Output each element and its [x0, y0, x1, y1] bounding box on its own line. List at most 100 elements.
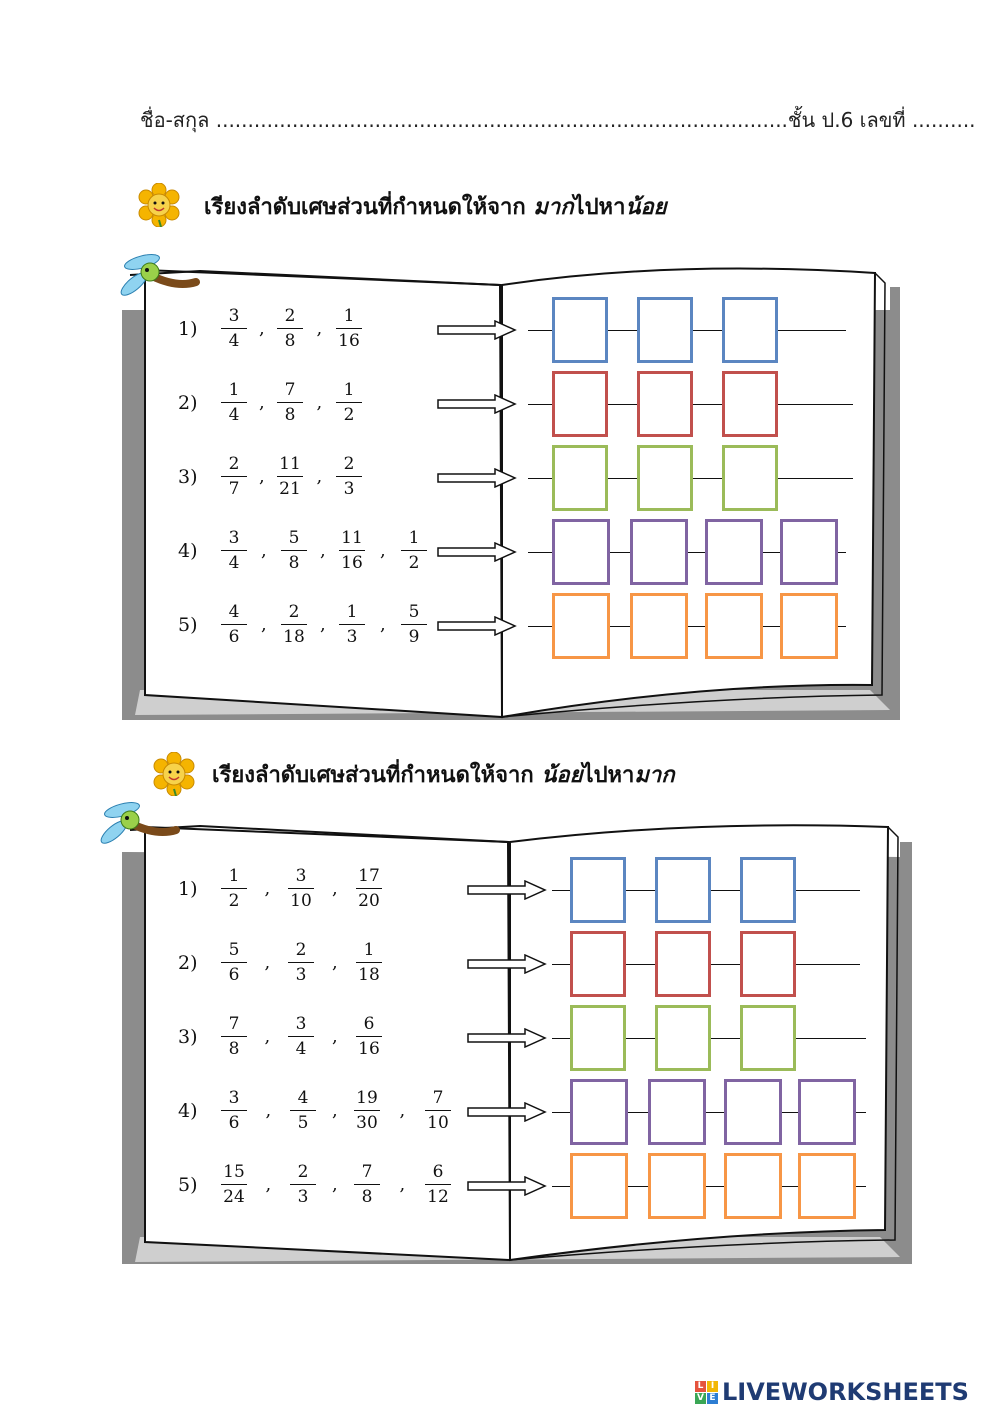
fraction-bar — [356, 1036, 382, 1037]
comma-separator: , — [264, 878, 271, 899]
name-blank[interactable]: ........................................… — [215, 108, 788, 132]
denominator: 24 — [223, 1187, 245, 1207]
answer-box[interactable] — [570, 1005, 626, 1071]
answer-box[interactable] — [780, 593, 838, 659]
answer-box[interactable] — [552, 371, 608, 437]
answer-box[interactable] — [722, 445, 778, 511]
fraction-bar — [221, 624, 247, 625]
section-title-descending: เรียงลำดับเศษส่วนที่กำหนดให้จาก มากไปหาน… — [204, 189, 667, 224]
denominator: 4 — [228, 553, 240, 573]
denominator: 10 — [290, 891, 312, 911]
answer-box[interactable] — [740, 857, 796, 923]
numerator: 5 — [228, 940, 240, 960]
comma-separator: , — [380, 540, 386, 561]
answer-box[interactable] — [780, 519, 838, 585]
answer-box[interactable] — [637, 297, 693, 363]
answer-box[interactable] — [705, 519, 763, 585]
answer-box[interactable] — [570, 1079, 628, 1145]
denominator: 3 — [346, 627, 358, 647]
answer-box[interactable] — [655, 931, 711, 997]
answer-box[interactable] — [570, 857, 626, 923]
numerator: 2 — [295, 940, 307, 960]
denominator: 16 — [338, 331, 360, 351]
numerator: 2 — [284, 306, 296, 326]
question-number: 4) — [178, 1100, 198, 1122]
comma-separator: , — [316, 466, 323, 487]
answer-box[interactable] — [637, 445, 693, 511]
fraction-bar — [336, 402, 362, 403]
comma-separator: , — [261, 614, 267, 635]
answer-box[interactable] — [722, 297, 778, 363]
answer-box[interactable] — [722, 371, 778, 437]
numerator: 2 — [297, 1162, 309, 1182]
section-title-ascending: เรียงลำดับเศษส่วนที่กำหนดให้จาก น้อยไปหา… — [212, 757, 675, 792]
answer-box[interactable] — [630, 519, 688, 585]
comma-separator: , — [261, 540, 267, 561]
answer-box[interactable] — [630, 593, 688, 659]
answer-box[interactable] — [655, 857, 711, 923]
fraction-bar — [425, 1110, 451, 1111]
title-text: เรียงลำดับเศษส่วนที่กำหนดให้จาก — [204, 195, 534, 220]
answer-box[interactable] — [648, 1079, 706, 1145]
denominator: 8 — [288, 553, 300, 573]
right-arrow-icon — [467, 880, 547, 900]
numerator: 1 — [343, 306, 355, 326]
answer-box[interactable] — [570, 1153, 628, 1219]
numerator: 5 — [288, 528, 300, 548]
denominator: 12 — [427, 1187, 449, 1207]
fraction-bar — [221, 476, 247, 477]
number-blank[interactable]: .......... — [911, 108, 976, 132]
answer-box[interactable] — [724, 1153, 782, 1219]
flower-icon — [138, 183, 180, 227]
answer-box[interactable] — [705, 593, 763, 659]
comma-separator: , — [320, 540, 326, 561]
fraction-bar — [354, 1110, 380, 1111]
comma-separator: , — [265, 1100, 272, 1121]
denominator: 18 — [358, 965, 380, 985]
answer-box[interactable] — [648, 1153, 706, 1219]
question-number: 1) — [178, 318, 198, 340]
comma-separator: , — [264, 1026, 271, 1047]
title-emphasis: น้อย — [625, 195, 667, 220]
fraction-bar — [425, 1184, 451, 1185]
answer-box[interactable] — [798, 1079, 856, 1145]
fraction-bar — [356, 962, 382, 963]
answer-box[interactable] — [724, 1079, 782, 1145]
denominator: 30 — [356, 1113, 378, 1133]
denominator: 2 — [228, 891, 240, 911]
answer-box[interactable] — [552, 519, 610, 585]
name-label: ชื่อ-สกุล — [140, 108, 210, 132]
numerator: 3 — [228, 528, 240, 548]
question-number: 4) — [178, 540, 198, 562]
numerator: 7 — [432, 1088, 444, 1108]
answer-box[interactable] — [740, 1005, 796, 1071]
numerator: 19 — [356, 1088, 378, 1108]
right-arrow-icon — [437, 616, 517, 636]
answer-box[interactable] — [570, 931, 626, 997]
answer-box[interactable] — [552, 593, 610, 659]
answer-box[interactable] — [740, 931, 796, 997]
answer-box[interactable] — [655, 1005, 711, 1071]
answer-box[interactable] — [552, 297, 608, 363]
question-number: 3) — [178, 466, 198, 488]
answer-box[interactable] — [552, 445, 608, 511]
comma-separator: , — [259, 318, 265, 339]
answer-box[interactable] — [637, 371, 693, 437]
numerator: 3 — [295, 866, 307, 886]
denominator: 18 — [283, 627, 305, 647]
dragonfly-icon — [120, 254, 200, 296]
denominator: 3 — [295, 965, 307, 985]
answer-box[interactable] — [798, 1153, 856, 1219]
fraction-bar — [288, 962, 314, 963]
